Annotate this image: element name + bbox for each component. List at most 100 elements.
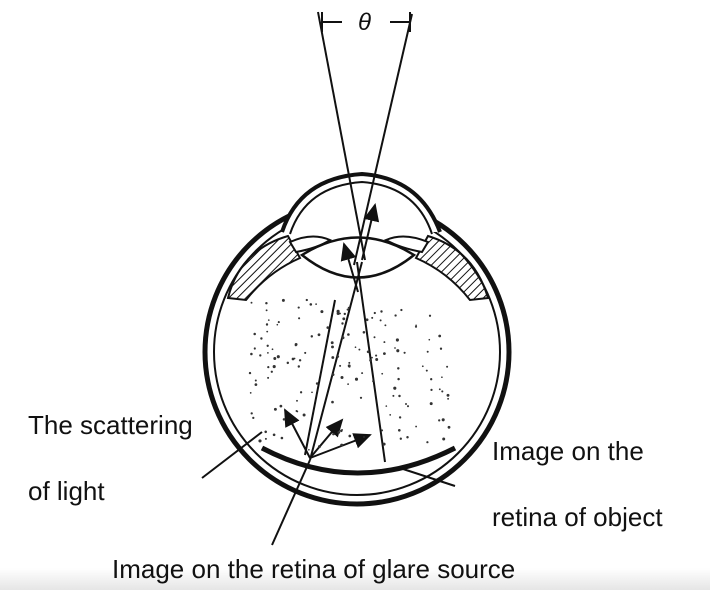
scatter-dot [371, 317, 373, 319]
scatter-dot [298, 365, 300, 367]
scatter-dot [308, 449, 310, 451]
scatter-dot [355, 378, 358, 381]
scatter-dot [255, 383, 258, 386]
scatter-dot [348, 435, 351, 438]
scatter-dot [396, 338, 399, 341]
scatter-dot [311, 391, 313, 393]
scatter-dot [400, 309, 402, 311]
scatter-dot [271, 371, 273, 373]
scatter-dot [282, 299, 285, 302]
scatter-dot [249, 372, 251, 374]
scatter-dot [426, 441, 428, 443]
scatter-dot [311, 335, 313, 337]
glare-ray-to-retina [310, 262, 362, 460]
cornea [282, 174, 440, 234]
scatter-dot [283, 418, 286, 421]
scatter-dot [375, 358, 378, 361]
scatter-dot [383, 443, 386, 446]
scatter-dot [380, 319, 382, 321]
scatter-dot [250, 353, 253, 356]
scatter-dot [287, 362, 289, 364]
scatter-dot [277, 324, 279, 326]
scatter-dot [442, 418, 445, 421]
scatter-dot [341, 429, 343, 431]
scatter-dot [340, 444, 343, 447]
scatter-dot [266, 323, 268, 325]
scatter-dot [318, 333, 321, 336]
glare-image-leader [272, 460, 310, 545]
scatter-dot [315, 303, 317, 305]
scatter-dot [337, 431, 340, 434]
label-scattering-line2: of light [28, 476, 105, 506]
scatter-dot [337, 355, 339, 357]
scatter-dot [429, 315, 431, 317]
scatter-dot [342, 317, 345, 320]
scatter-dot [381, 373, 383, 375]
scatter-dot [372, 380, 374, 382]
scatter-dot [273, 433, 276, 436]
scatter-dot [267, 352, 269, 354]
scatter-dot [281, 437, 284, 440]
scatter-dot [298, 317, 300, 319]
label-scattering-line1: The scattering [28, 410, 193, 440]
scatter-dot [255, 379, 257, 381]
scatter-dot [374, 312, 376, 314]
scatter-dot [339, 365, 341, 367]
scatter-dot [300, 391, 302, 393]
scatter-dot [407, 405, 409, 407]
scatter-dot [366, 318, 369, 321]
scatter-dot [347, 309, 349, 311]
scatter-dot [267, 366, 269, 368]
light-rays [272, 12, 412, 545]
scatter-dot [267, 377, 269, 379]
scatter-dot [400, 438, 402, 440]
scatter-dot [273, 357, 276, 360]
scatter-dot [260, 337, 262, 339]
scatter-dot [430, 402, 433, 405]
bottom-shadow [0, 568, 710, 590]
scatter-dot [294, 358, 296, 360]
scatter-dot [277, 355, 280, 358]
scatter-dot [348, 362, 350, 364]
scatter-dot [331, 345, 334, 348]
object-ray-to-retina [357, 262, 385, 462]
scatter-dot [347, 333, 350, 336]
scatter-dot [389, 414, 391, 416]
label-leaders [202, 432, 455, 486]
scatter-dot [439, 388, 441, 390]
scatter-dot [428, 339, 430, 341]
scatter-dot [295, 344, 297, 346]
scatter-dot [296, 400, 298, 402]
scatter-dot [341, 322, 343, 324]
scatter-dot [415, 326, 417, 328]
scatter-dot [396, 349, 399, 352]
scatter-dot [268, 319, 270, 321]
scatter-dot [394, 347, 396, 349]
scatter-dot [348, 365, 350, 367]
scatter-dot [340, 376, 343, 379]
scatter-dot [397, 378, 399, 380]
retina-band [262, 448, 455, 473]
scatter-dot [310, 303, 313, 306]
scatter-dot [447, 394, 450, 397]
scatter-dot [374, 336, 376, 338]
scatter-dot [441, 390, 443, 392]
scatter-dot [258, 439, 261, 442]
scatter-dot [430, 389, 432, 391]
scatter-dot [426, 370, 428, 372]
scatter-dot [398, 429, 401, 432]
scatter-dot [385, 405, 387, 407]
scatter-dot [398, 395, 400, 397]
scatter-dot [347, 383, 349, 385]
scatter-dot [361, 372, 363, 374]
scatter-dot [448, 426, 451, 429]
scatter-dot [337, 310, 340, 313]
scatter-dot [399, 416, 401, 418]
scatter-dot [250, 392, 252, 394]
scatter-dot [394, 314, 396, 316]
scatter-dot [442, 438, 445, 441]
scatter-dot [318, 445, 321, 448]
scatter-dot [251, 302, 253, 304]
scatter-dot [267, 345, 269, 347]
